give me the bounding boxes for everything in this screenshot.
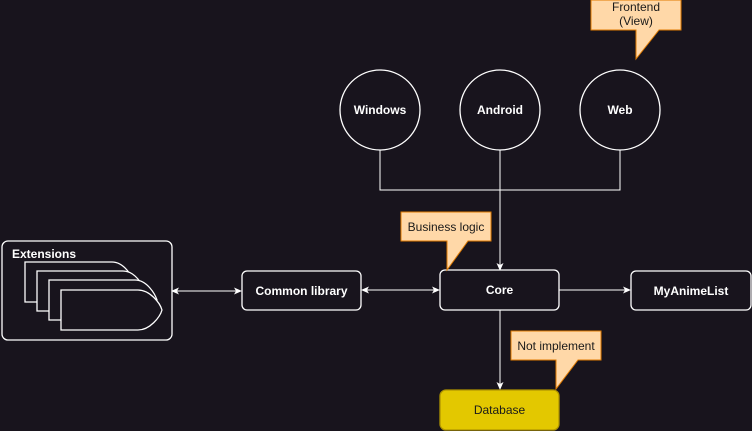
extension-card-4: [60, 289, 163, 331]
extension-stack: [24, 261, 163, 331]
myanimelist-label: MyAnimeList: [654, 284, 729, 298]
edges: [171, 150, 631, 390]
common-library-label: Common library: [255, 284, 347, 298]
frontend-callout: Frontend (View): [590, 0, 682, 61]
business-logic-callout-label: Business logic: [408, 220, 485, 234]
frontend-callout-line2: (View): [619, 14, 653, 28]
business-logic-callout: Business logic: [400, 211, 492, 272]
not-implement-callout-label: Not implement: [517, 339, 595, 353]
android-label: Android: [477, 103, 523, 117]
web-node[interactable]: Web: [579, 69, 661, 151]
frontend-callout-line1: Frontend: [612, 0, 660, 14]
myanimelist-node[interactable]: MyAnimeList: [630, 270, 752, 311]
windows-node[interactable]: Windows: [339, 69, 421, 151]
database-node[interactable]: Database: [439, 389, 560, 431]
common-library-node[interactable]: Common library: [241, 270, 362, 311]
extensions-label: Extensions: [12, 247, 76, 261]
core-label: Core: [486, 283, 514, 297]
core-node[interactable]: Core: [439, 269, 560, 311]
web-label: Web: [607, 103, 632, 117]
database-label: Database: [474, 403, 526, 417]
android-node[interactable]: Android: [459, 69, 541, 151]
extensions-container[interactable]: Extensions: [1, 240, 173, 341]
not-implement-callout: Not implement: [510, 330, 602, 391]
windows-label: Windows: [354, 103, 407, 117]
